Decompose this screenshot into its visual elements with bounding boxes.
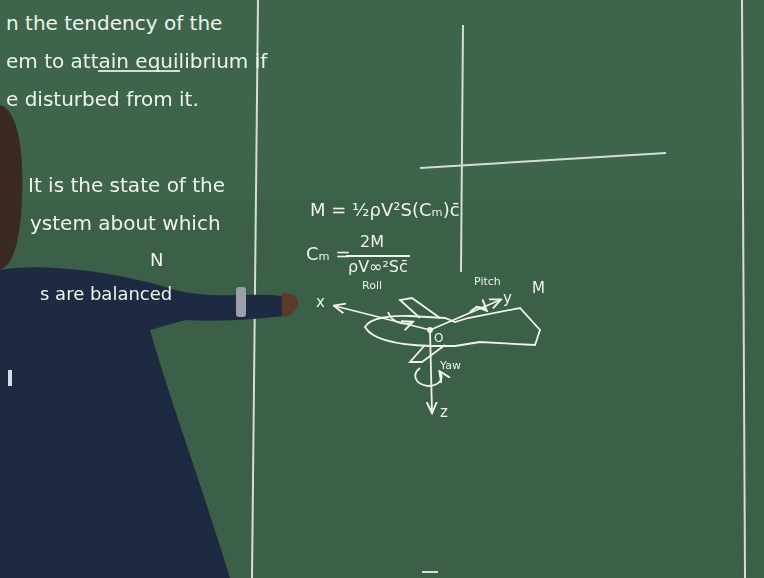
- axis-label: z: [440, 404, 448, 421]
- equation: Cₘ =: [306, 244, 351, 264]
- origin-label: O: [434, 332, 443, 345]
- axis-label: y: [503, 290, 512, 307]
- rotation-label: Yaw: [440, 360, 461, 372]
- note-text: ystem about which: [30, 212, 221, 234]
- note-text: em to attain equilibrium if: [6, 50, 267, 72]
- aircraft-axes: [335, 298, 540, 412]
- fraction-numerator: 2M: [360, 233, 384, 251]
- rotation-label: Roll: [362, 280, 382, 292]
- note-text: n the tendency of the: [6, 12, 222, 34]
- lecturer: [0, 105, 298, 578]
- note-text: N: [150, 250, 163, 270]
- note-text: e disturbed from it.: [6, 88, 199, 110]
- axis-label: x: [316, 294, 325, 311]
- fraction-bar: [346, 255, 410, 257]
- equation: M = ½ρV²S(Cₘ)c̄: [310, 200, 460, 220]
- note-text: It is the state of the: [28, 174, 225, 196]
- note-text: s are balanced: [40, 284, 172, 304]
- fraction-denominator: ρV∞²Sc̄: [348, 258, 408, 276]
- moment-label: M: [532, 280, 545, 297]
- rotation-label: Pitch: [474, 276, 501, 288]
